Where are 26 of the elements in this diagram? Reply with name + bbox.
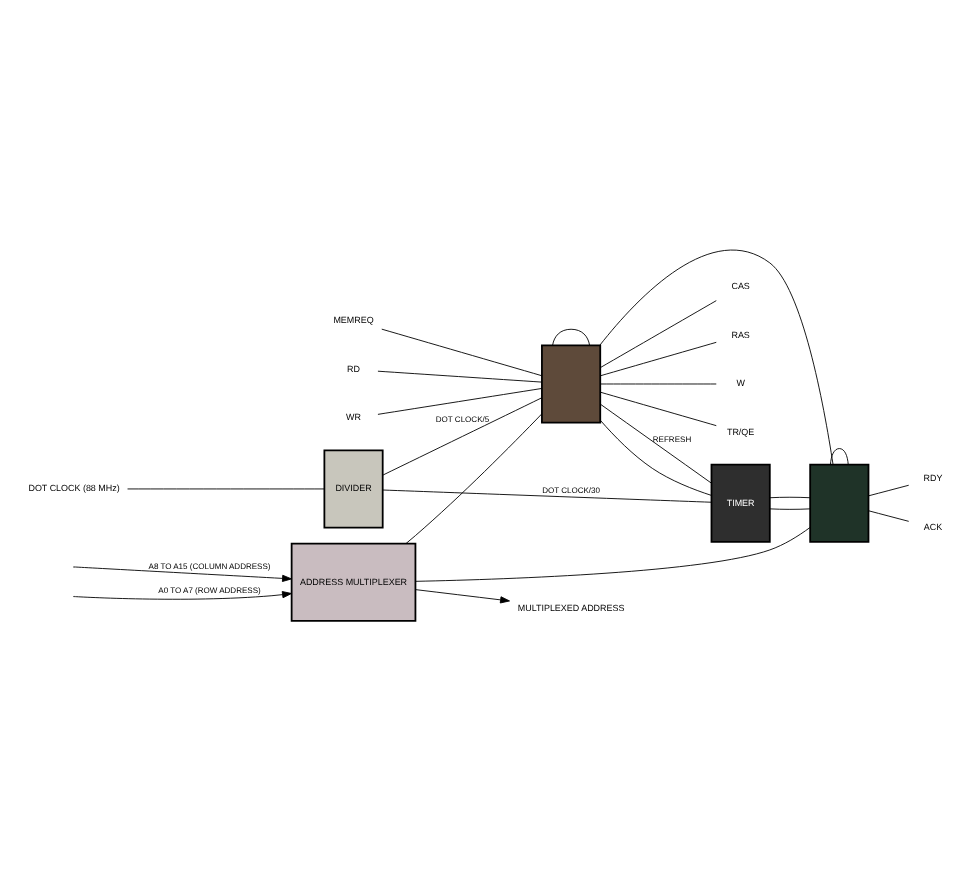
connector	[405, 412, 543, 543]
connector	[599, 249, 834, 465]
connector	[415, 526, 811, 581]
node-box	[809, 462, 870, 542]
arrow	[74, 565, 292, 581]
connector	[552, 327, 591, 345]
connector	[382, 396, 543, 475]
connector	[829, 447, 849, 465]
connector	[600, 299, 717, 367]
connector	[769, 495, 811, 498]
connector	[769, 507, 811, 509]
connector	[600, 382, 717, 384]
connector	[377, 387, 543, 414]
connector	[127, 487, 325, 489]
connector	[382, 488, 712, 502]
connector	[868, 483, 910, 496]
node-box	[541, 343, 602, 423]
connector	[600, 390, 717, 426]
connector	[377, 369, 543, 382]
connector	[868, 509, 910, 521]
connector	[381, 327, 543, 376]
connector	[600, 402, 712, 483]
connector	[600, 340, 717, 376]
arrow	[74, 590, 292, 599]
connector	[599, 418, 712, 495]
arrow	[415, 588, 510, 603]
